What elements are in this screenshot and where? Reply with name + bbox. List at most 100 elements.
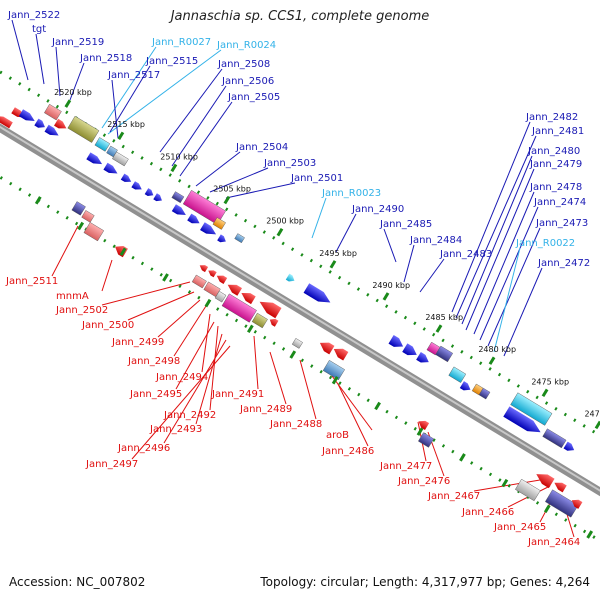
feature-box [81, 210, 95, 223]
feature-arrow-forward [402, 343, 417, 356]
lower-gene-label: Jann_2489 [239, 404, 292, 415]
feature-arrow-reverse [241, 293, 256, 305]
lower-label-connector [101, 259, 113, 292]
upper-gene-label: Jann_2478 [529, 182, 582, 193]
kbp-tick [223, 195, 231, 205]
feature-arrow-forward [416, 352, 429, 363]
lower-gene-label: Jann_2495 [129, 389, 182, 400]
feature-arrow-reverse [319, 342, 335, 355]
feature-27 [303, 283, 331, 303]
kbp-tick [276, 227, 284, 237]
feature-box [171, 191, 185, 204]
upper-gene-label: tgt [32, 24, 46, 35]
lower-track-tick [204, 298, 212, 308]
upper-gene-label: Jann_2485 [379, 219, 432, 230]
feature-29 [402, 343, 417, 356]
feature-9 [94, 137, 111, 152]
kbp-tick [435, 324, 443, 333]
lower-gene-label: Jann_2492 [163, 410, 216, 421]
lower-gene-label: Jann_2486 [321, 446, 374, 457]
lower-track-tick [586, 530, 594, 539]
feature-21 [171, 204, 186, 215]
kbp-label: 2490 kbp [372, 281, 410, 290]
feature-arrow-reverse [269, 318, 279, 327]
feature-5 [44, 124, 59, 136]
feature-box [542, 428, 567, 449]
feature-53 [214, 290, 227, 303]
feature-16 [144, 188, 154, 196]
feature-arrow-forward [144, 188, 154, 196]
feature-35 [478, 387, 491, 400]
feature-14 [120, 173, 132, 182]
lower-label-connector [473, 479, 541, 492]
feature-25 [234, 233, 245, 244]
kbp-tick [170, 163, 178, 173]
feature-arrow-forward [171, 204, 186, 215]
upper-label-connector [503, 267, 543, 357]
upper-gene-label: Jann_2522 [7, 10, 60, 21]
feature-12 [86, 152, 103, 165]
feature-36 [459, 381, 471, 391]
backbone-highlight [0, 125, 600, 492]
upper-gene-label: Jann_2483 [439, 249, 492, 260]
lower-label-connector [337, 383, 369, 447]
feature-box [83, 222, 105, 242]
kbp-tick [488, 356, 496, 365]
feature-38 [503, 406, 541, 433]
feature-37 [510, 392, 553, 426]
feature-box [112, 151, 129, 167]
upper-label-connector [487, 227, 541, 347]
feature-arrow-reverse [0, 116, 13, 129]
lower-gene-label: Jann_2493 [149, 424, 202, 435]
upper-label-connector [159, 68, 223, 153]
feature-49 [241, 293, 256, 305]
feature-arrow-forward [459, 381, 471, 391]
upper-label-connector [383, 228, 397, 263]
feature-56 [269, 318, 279, 327]
feature-box [212, 217, 226, 230]
upper-gene-label: Jann_R0022 [515, 238, 575, 249]
feature-28 [388, 335, 404, 347]
upper-gene-label: Jann_2481 [531, 126, 584, 137]
lower-gene-label: Jann_2511 [5, 276, 58, 287]
feature-45 [199, 265, 209, 273]
lower-gene-label: Jann_2494 [155, 372, 208, 383]
feature-15 [131, 181, 142, 190]
lower-gene-label: Jann_2500 [81, 320, 134, 331]
lower-track-tick [77, 221, 85, 231]
figure-title: Jannaschia sp. CCS1, complete genome [170, 9, 430, 24]
upper-gene-label: Jann_2508 [217, 59, 270, 70]
lower-track-tick [416, 427, 424, 436]
upper-gene-label: Jann_2518 [79, 53, 132, 64]
upper-label-connector [55, 46, 61, 97]
feature-50 [259, 301, 282, 319]
feature-arrow-forward [44, 124, 59, 136]
kbp-label: 2510 kbp [160, 152, 198, 161]
feature-arrow-reverse [259, 301, 282, 319]
lower-track-tick [374, 401, 381, 411]
kbp-label: 2480 kbp [478, 345, 516, 354]
kbp-tick [329, 260, 337, 269]
feature-46 [208, 270, 217, 278]
upper-gene-label: Jann_R0024 [216, 40, 276, 51]
feature-box [251, 312, 268, 329]
feature-box [71, 201, 86, 216]
lower-track-tick [162, 273, 169, 282]
upper-label-connector [403, 244, 415, 283]
feature-box [94, 137, 111, 152]
feature-arrow-reverse [554, 482, 567, 493]
feature-box [478, 387, 491, 400]
kbp-tick [594, 420, 600, 430]
lower-track-tick [119, 247, 127, 256]
lower-track-tick [289, 350, 297, 359]
feature-57 [291, 338, 303, 349]
feature-2 [0, 116, 13, 129]
upper-label-connector [225, 182, 296, 199]
feature-23 [200, 222, 217, 235]
feature-box [214, 290, 227, 303]
lower-label-connector [131, 345, 231, 460]
feature-4 [34, 118, 45, 128]
